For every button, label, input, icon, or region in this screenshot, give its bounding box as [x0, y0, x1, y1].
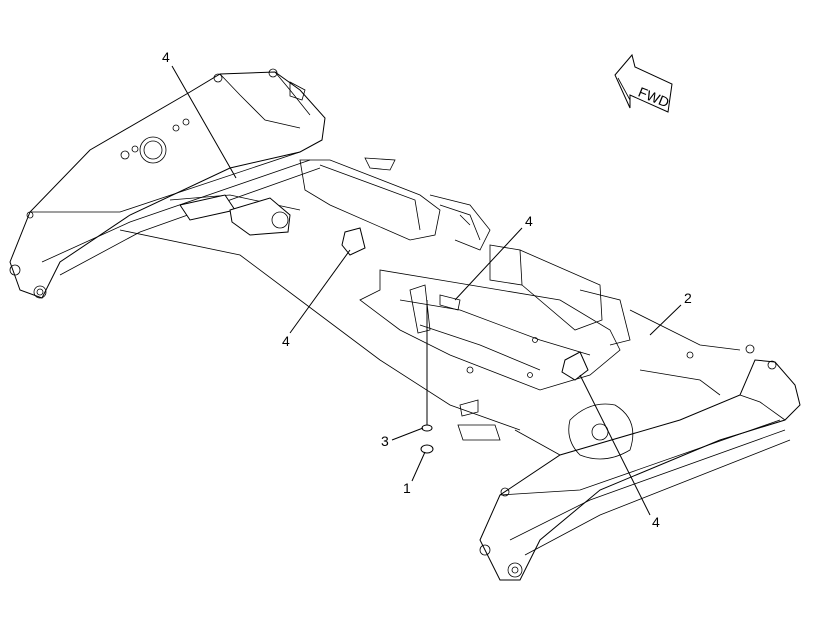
right-rail [479, 309, 801, 581]
callout-2: 2 [684, 290, 692, 306]
fastener-assembly [420, 300, 501, 454]
left-rail [9, 68, 326, 299]
callout-3: 3 [381, 433, 389, 449]
callouts: 4 4 4 4 2 3 1 [162, 49, 692, 530]
center-deck [119, 157, 521, 431]
mid-platform [359, 244, 631, 391]
callout-4-top-left: 4 [162, 49, 170, 65]
leader-lines [171, 65, 682, 516]
callout-4-mid-left: 4 [282, 333, 290, 349]
callout-4-center: 4 [525, 213, 533, 229]
fwd-arrow-icon: FWD [614, 53, 673, 113]
callout-1: 1 [403, 480, 411, 496]
callout-4-bottom-right: 4 [652, 514, 660, 530]
